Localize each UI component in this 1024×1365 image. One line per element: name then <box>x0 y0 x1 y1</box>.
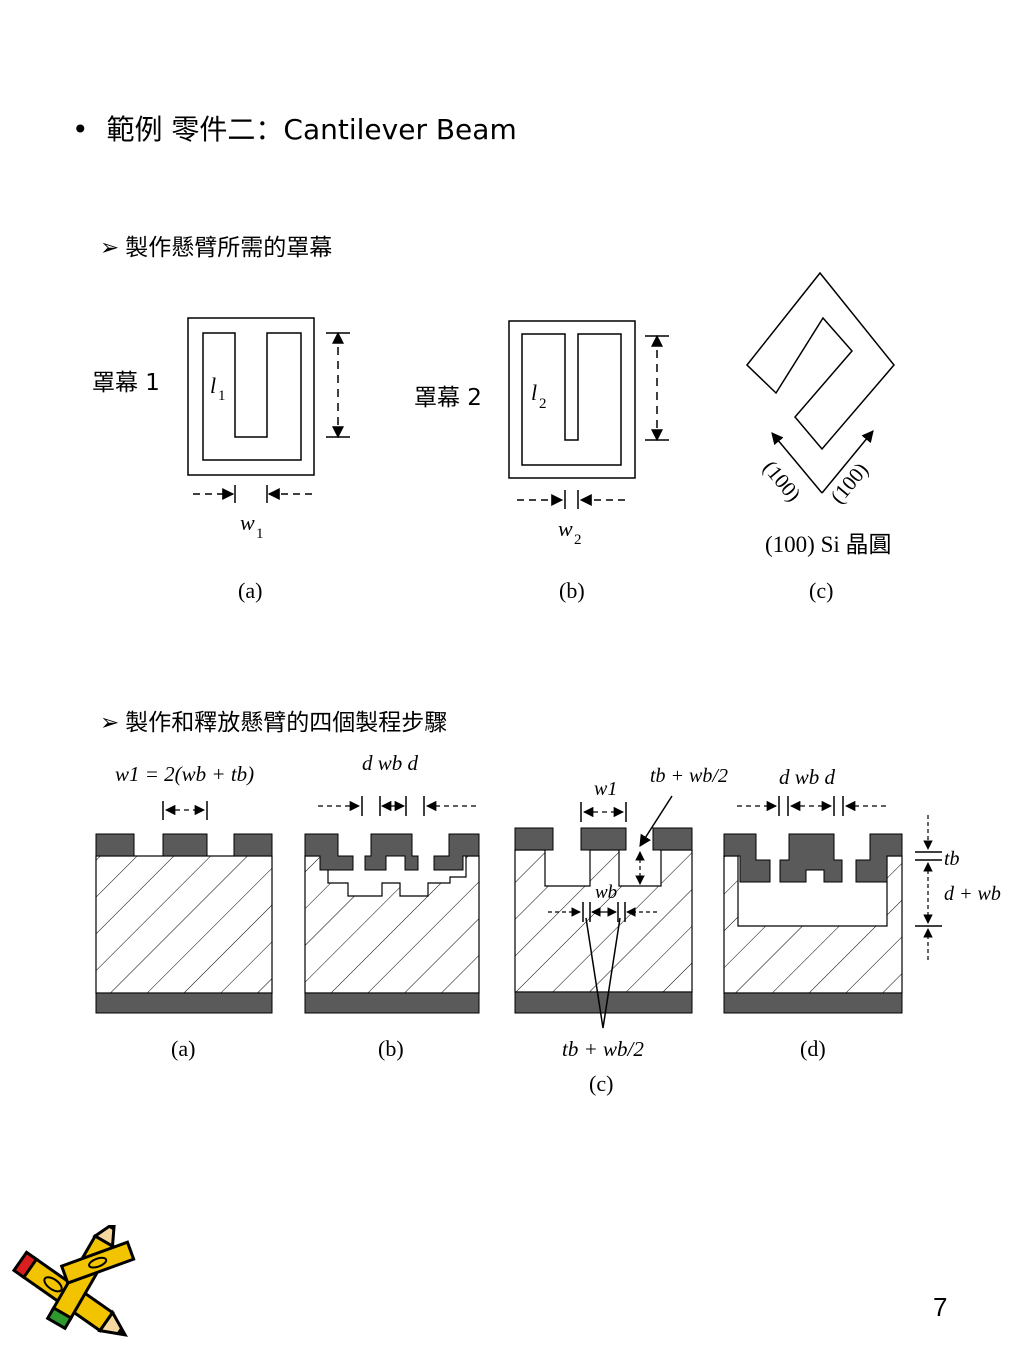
mask-block <box>162 833 208 857</box>
mask1-w-sub: 1 <box>256 526 264 542</box>
process-step-c: w1 tb + wb/2 wb tb + wb/2 (c) <box>514 765 728 1096</box>
mask-block <box>95 833 135 857</box>
process-caption-d: (d) <box>800 1036 826 1061</box>
mask-block-center <box>364 833 419 871</box>
mask1-figure: 罩幕 1 l 1 w 1 (a) <box>92 317 350 603</box>
mask1-u-opening <box>202 332 302 461</box>
mask2-label: 罩幕 2 <box>414 385 482 411</box>
leader-arrow <box>639 795 673 848</box>
section-masks-heading: ➢製作懸臂所需的罩幕 <box>100 228 332 262</box>
rotated-mask-outline <box>745 271 895 451</box>
cantilever-beam <box>779 833 843 883</box>
mask1-l-sub: 1 <box>218 388 226 404</box>
section-process-text: 製作和釋放懸臂的四個製程步驟 <box>125 710 448 736</box>
slide-title: • 範例 零件二：Cantilever Beam <box>72 108 517 148</box>
direction-arrow-right <box>821 430 874 494</box>
mask-block <box>233 833 273 857</box>
substrate-hatched <box>304 855 480 994</box>
mask2-u-opening <box>521 333 622 466</box>
mask1-w-var: w <box>240 510 255 535</box>
process-caption-b: (b) <box>378 1036 404 1061</box>
substrate-hatched <box>95 855 273 994</box>
mask-block <box>652 827 693 851</box>
equation-a: w1 = 2(wb + tb) <box>115 762 254 786</box>
label-tb: tb <box>944 848 960 870</box>
page-number: 7 <box>933 1292 948 1322</box>
mask2-figure: 罩幕 2 l 2 w 2 (b) <box>414 320 669 603</box>
direction-arrow-left <box>771 432 823 494</box>
wafer-label: (100) Si 晶圓 <box>765 532 892 557</box>
direction-label-right: (100) <box>825 458 873 508</box>
mask2-l-sub: 2 <box>539 396 547 412</box>
direction-label-left: (100) <box>758 456 806 506</box>
label-b: d wb d <box>362 751 419 775</box>
process-step-a: w1 = 2(wb + tb) (a) <box>95 762 273 1061</box>
label-c-bottom: tb + wb/2 <box>562 1037 644 1061</box>
mask2-l-var: l <box>531 380 537 405</box>
label-c-mid: wb <box>595 882 617 903</box>
pencils-clipart-icon <box>11 1225 136 1337</box>
section-process-heading: ➢製作和釋放懸臂的四個製程步驟 <box>100 703 447 737</box>
process-caption-c: (c) <box>589 1071 613 1096</box>
arrow-bullet-icon: ➢ <box>100 235 120 261</box>
process-caption-a: (a) <box>171 1036 195 1061</box>
label-d: d wb d <box>779 765 836 789</box>
label-c-top-w: w1 <box>594 778 617 800</box>
mask-caption-c: (c) <box>809 578 833 603</box>
arrow-bullet-icon: ➢ <box>100 710 120 736</box>
mask1-outer-border <box>187 317 315 476</box>
label-c-top-eq: tb + wb/2 <box>650 765 728 787</box>
mask2-w-sub: 2 <box>574 532 582 548</box>
process-step-b: d wb d (b) <box>304 751 480 1061</box>
process-step-d: d wb d (d) tb d + wb <box>723 765 1001 1061</box>
section-masks-text: 製作懸臂所需的罩幕 <box>125 235 333 261</box>
mask-block-overhang <box>304 833 354 871</box>
title-cjk: 範例 零件二： <box>106 113 284 146</box>
mask-block-overhang <box>433 833 480 871</box>
backside-layer <box>95 992 273 1014</box>
bullet-dot: • <box>72 113 89 146</box>
mask-caption-a: (a) <box>238 578 262 603</box>
mask-block <box>514 827 554 851</box>
mask-block-overhang <box>855 833 903 883</box>
mask2-outer-border <box>508 320 636 479</box>
mask-block-overhang <box>723 833 771 883</box>
backside-layer <box>514 991 693 1014</box>
mask2-w-var: w <box>558 516 573 541</box>
mask1-label: 罩幕 1 <box>92 370 160 396</box>
backside-layer <box>304 992 480 1014</box>
label-dwb: d + wb <box>944 883 1001 905</box>
substrate-hatched <box>514 849 693 993</box>
mask-caption-b: (b) <box>559 578 585 603</box>
mask-block <box>580 827 627 851</box>
wafer-orientation-figure: (100) (100) (100) Si 晶圓 (c) <box>745 271 895 603</box>
backside-layer <box>723 992 903 1014</box>
mask1-l-var: l <box>210 373 216 398</box>
leader-lines <box>585 917 621 1029</box>
title-latin: Cantilever Beam <box>283 113 517 146</box>
